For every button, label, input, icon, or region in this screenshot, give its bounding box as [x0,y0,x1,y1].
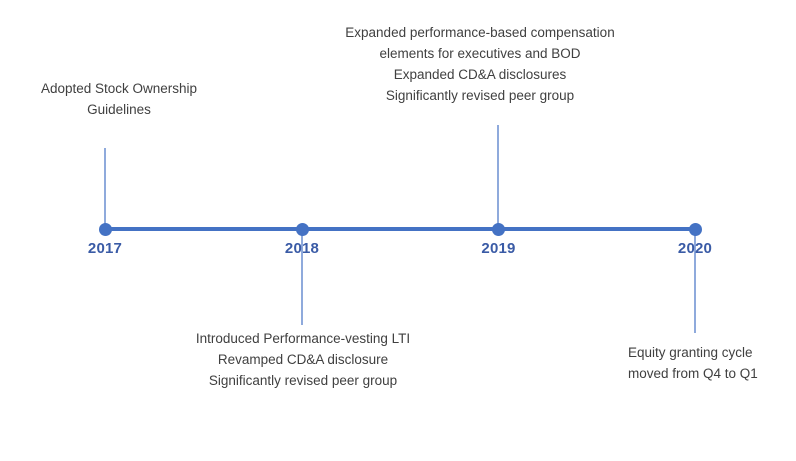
annotation-line: Expanded CD&A disclosures [393,67,567,82]
year-label-2019: 2019 [481,240,516,257]
connector-stem-2020 [694,235,696,333]
milestone-dot-2017 [98,222,112,236]
milestone-dot-2020 [688,222,702,236]
milestone-dot-2019 [492,222,505,236]
annotation-line: Revamped CD&A disclosure [217,352,389,367]
annotation-2018: Introduced Performance-vesting LTI Revam… [148,328,458,391]
annotation-line: Significantly revised peer group [208,373,398,388]
annotation-line: Guidelines [87,102,151,117]
connector-stem-2017 [104,148,106,224]
connector-stem-2019 [497,125,499,224]
annotation-line: Expanded performance-based compensation [345,25,615,40]
milestone-dot-2018 [295,222,309,236]
year-label-2018: 2018 [284,240,320,257]
timeline-axis [104,227,696,231]
annotation-2020: Equity granting cycle moved from Q4 to Q… [628,342,778,384]
annotation-line: moved from Q4 to Q1 [628,366,758,381]
annotation-line: Significantly revised peer group [385,88,575,103]
year-label-2020: 2020 [677,240,713,257]
connector-stem-2018 [301,235,303,325]
annotation-line: Adopted Stock Ownership [40,81,198,96]
year-label-2017: 2017 [87,240,123,257]
annotation-line: elements for executives and BOD [379,46,581,61]
annotation-line: Equity granting cycle [628,345,753,360]
annotation-line: Introduced Performance-vesting LTI [195,331,411,346]
annotation-2017: Adopted Stock Ownership Guidelines [8,78,230,120]
annotation-2019: Expanded performance-based compensation … [325,22,635,106]
